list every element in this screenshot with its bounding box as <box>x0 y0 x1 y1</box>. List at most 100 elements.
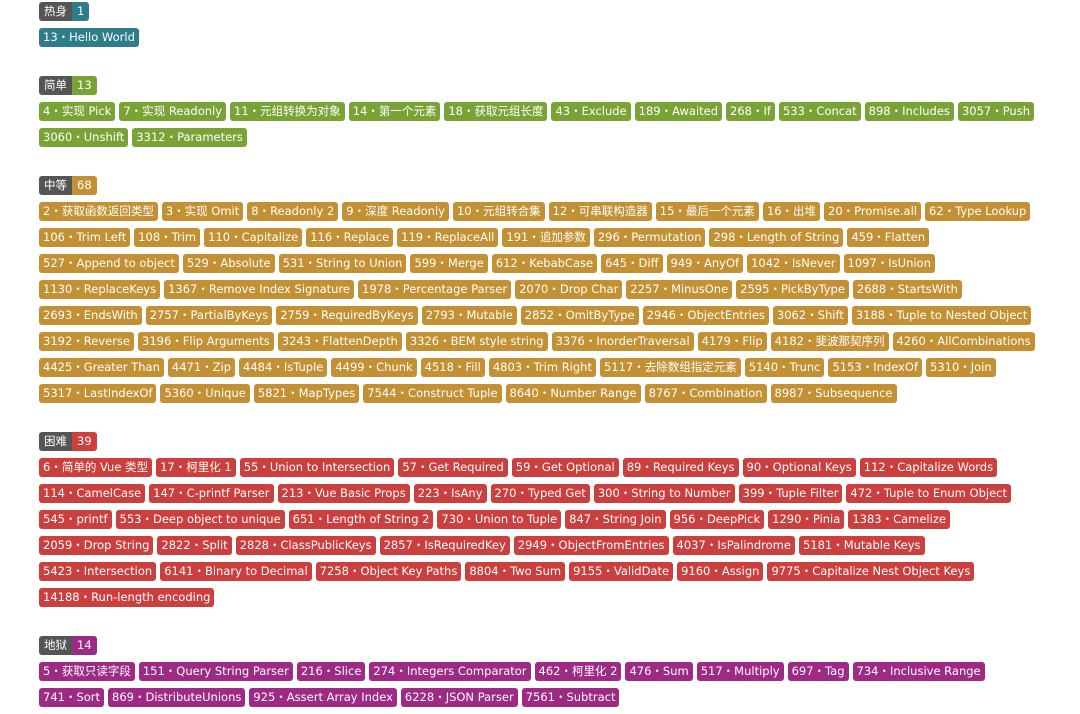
challenge-badge[interactable]: 2949・ObjectFromEntries <box>513 536 669 555</box>
challenge-badge[interactable]: 57・Get Required <box>398 458 508 477</box>
challenge-badge[interactable]: 7544・Construct Tuple <box>363 384 502 403</box>
challenge-badge[interactable]: 43・Exclude <box>551 102 631 121</box>
challenge-badge[interactable]: 1042・IsNever <box>747 254 840 273</box>
challenge-badge[interactable]: 4484・IsTuple <box>239 358 328 377</box>
challenge-badge[interactable]: 3243・FlattenDepth <box>277 332 402 351</box>
challenge-badge[interactable]: 2070・Drop Char <box>515 280 623 299</box>
challenge-badge[interactable]: 3060・Unshift <box>39 128 129 147</box>
challenge-badge[interactable]: 9160・Assign <box>677 562 764 581</box>
challenge-badge[interactable]: 2595・PickByType <box>736 280 849 299</box>
challenge-badge[interactable]: 5・获取只读字段 <box>39 662 135 681</box>
challenge-badge[interactable]: 2759・RequiredByKeys <box>276 306 418 325</box>
challenge-badge[interactable]: 476・Sum <box>625 662 693 681</box>
challenge-badge[interactable]: 1367・Remove Index Signature <box>164 280 354 299</box>
challenge-badge[interactable]: 116・Replace <box>306 228 394 247</box>
challenge-badge[interactable]: 2828・ClassPublicKeys <box>235 536 376 555</box>
challenge-badge[interactable]: 599・Merge <box>410 254 488 273</box>
challenge-badge[interactable]: 1978・Percentage Parser <box>358 280 512 299</box>
challenge-badge[interactable]: 6228・JSON Parser <box>400 688 518 707</box>
challenge-badge[interactable]: 462・柯里化 2 <box>534 662 622 681</box>
challenge-badge[interactable]: 6・简单的 Vue 类型 <box>39 458 153 477</box>
challenge-badge[interactable]: 734・Inclusive Range <box>852 662 985 681</box>
challenge-badge[interactable]: 4425・Greater Than <box>39 358 164 377</box>
challenge-badge[interactable]: 9775・Capitalize Nest Object Keys <box>767 562 975 581</box>
challenge-badge[interactable]: 5317・LastIndexOf <box>39 384 157 403</box>
challenge-badge[interactable]: 3376・InorderTraversal <box>551 332 694 351</box>
challenge-badge[interactable]: 531・String to Union <box>278 254 407 273</box>
challenge-badge[interactable]: 189・Awaited <box>634 102 723 121</box>
challenge-badge[interactable]: 223・IsAny <box>413 484 487 503</box>
challenge-badge[interactable]: 2059・Drop String <box>39 536 154 555</box>
challenge-badge[interactable]: 956・DeepPick <box>669 510 765 529</box>
challenge-badge[interactable]: 16・出堆 <box>762 202 821 221</box>
challenge-badge[interactable]: 527・Append to object <box>39 254 179 273</box>
challenge-badge[interactable]: 730・Union to Tuple <box>437 510 562 529</box>
challenge-badge[interactable]: 545・printf <box>39 510 112 529</box>
challenge-badge[interactable]: 3326・BEM style string <box>405 332 548 351</box>
challenge-badge[interactable]: 697・Tag <box>787 662 849 681</box>
challenge-badge[interactable]: 529・Absolute <box>182 254 275 273</box>
challenge-badge[interactable]: 5181・Mutable Keys <box>798 536 925 555</box>
challenge-badge[interactable]: 651・Length of String 2 <box>288 510 434 529</box>
challenge-badge[interactable]: 298・Length of String <box>709 228 844 247</box>
challenge-badge[interactable]: 4260・AllCombinations <box>892 332 1035 351</box>
challenge-badge[interactable]: 2693・EndsWith <box>39 306 142 325</box>
challenge-badge[interactable]: 7・实现 Readonly <box>119 102 227 121</box>
challenge-badge[interactable]: 2852・OmitByType <box>520 306 639 325</box>
challenge-badge[interactable]: 7258・Object Key Paths <box>315 562 462 581</box>
challenge-badge[interactable]: 62・Type Lookup <box>924 202 1031 221</box>
challenge-badge[interactable]: 4499・Chunk <box>331 358 417 377</box>
challenge-badge[interactable]: 9・深度 Readonly <box>342 202 449 221</box>
challenge-badge[interactable]: 2757・PartialByKeys <box>145 306 273 325</box>
challenge-badge[interactable]: 2793・Mutable <box>421 306 517 325</box>
challenge-badge[interactable]: 472・Tuple to Enum Object <box>846 484 1011 503</box>
challenge-badge[interactable]: 949・AnyOf <box>666 254 744 273</box>
challenge-badge[interactable]: 300・String to Number <box>593 484 735 503</box>
challenge-badge[interactable]: 4037・IsPalindrome <box>672 536 795 555</box>
challenge-badge[interactable]: 4518・Fill <box>420 358 485 377</box>
challenge-badge[interactable]: 3・实现 Omit <box>161 202 244 221</box>
challenge-badge[interactable]: 110・Capitalize <box>204 228 303 247</box>
challenge-badge[interactable]: 14188・Run-length encoding <box>39 588 215 607</box>
challenge-badge[interactable]: 13・Hello World <box>39 28 139 47</box>
challenge-badge[interactable]: 114・CamelCase <box>39 484 146 503</box>
challenge-badge[interactable]: 459・Flatten <box>847 228 930 247</box>
challenge-badge[interactable]: 898・Includes <box>864 102 954 121</box>
challenge-badge[interactable]: 553・Deep object to unique <box>115 510 285 529</box>
challenge-badge[interactable]: 89・Required Keys <box>622 458 739 477</box>
challenge-badge[interactable]: 270・Typed Get <box>490 484 590 503</box>
challenge-badge[interactable]: 119・ReplaceAll <box>397 228 499 247</box>
challenge-badge[interactable]: 15・最后一个元素 <box>655 202 759 221</box>
challenge-badge[interactable]: 5117・去除数组指定元素 <box>599 358 741 377</box>
challenge-badge[interactable]: 8804・Two Sum <box>465 562 566 581</box>
challenge-badge[interactable]: 8767・Combination <box>644 384 767 403</box>
challenge-badge[interactable]: 274・Integers Comparator <box>369 662 531 681</box>
challenge-badge[interactable]: 1383・Camelize <box>848 510 950 529</box>
challenge-badge[interactable]: 533・Concat <box>778 102 861 121</box>
challenge-badge[interactable]: 7561・Subtract <box>521 688 620 707</box>
challenge-badge[interactable]: 112・Capitalize Words <box>859 458 998 477</box>
challenge-badge[interactable]: 4179・Flip <box>697 332 767 351</box>
challenge-badge[interactable]: 14・第一个元素 <box>348 102 441 121</box>
challenge-badge[interactable]: 2257・MinusOne <box>626 280 733 299</box>
challenge-badge[interactable]: 3188・Tuple to Nested Object <box>851 306 1032 325</box>
challenge-badge[interactable]: 11・元组转换为对象 <box>230 102 345 121</box>
challenge-badge[interactable]: 741・Sort <box>39 688 105 707</box>
challenge-badge[interactable]: 17・柯里化 1 <box>156 458 236 477</box>
challenge-badge[interactable]: 5153・IndexOf <box>828 358 923 377</box>
challenge-badge[interactable]: 90・Optional Keys <box>742 458 856 477</box>
challenge-badge[interactable]: 1130・ReplaceKeys <box>39 280 161 299</box>
challenge-badge[interactable]: 5360・Unique <box>160 384 250 403</box>
challenge-badge[interactable]: 5821・MapTypes <box>253 384 360 403</box>
challenge-badge[interactable]: 5140・Trunc <box>744 358 825 377</box>
challenge-badge[interactable]: 8640・Number Range <box>505 384 641 403</box>
challenge-badge[interactable]: 3057・Push <box>957 102 1035 121</box>
challenge-badge[interactable]: 216・Slice <box>296 662 366 681</box>
challenge-badge[interactable]: 213・Vue Basic Props <box>277 484 410 503</box>
challenge-badge[interactable]: 8987・Subsequence <box>770 384 897 403</box>
challenge-badge[interactable]: 106・Trim Left <box>39 228 131 247</box>
challenge-badge[interactable]: 3062・Shift <box>772 306 848 325</box>
challenge-badge[interactable]: 925・Assert Array Index <box>249 688 397 707</box>
challenge-badge[interactable]: 5423・Intersection <box>39 562 157 581</box>
challenge-badge[interactable]: 4803・Trim Right <box>488 358 596 377</box>
